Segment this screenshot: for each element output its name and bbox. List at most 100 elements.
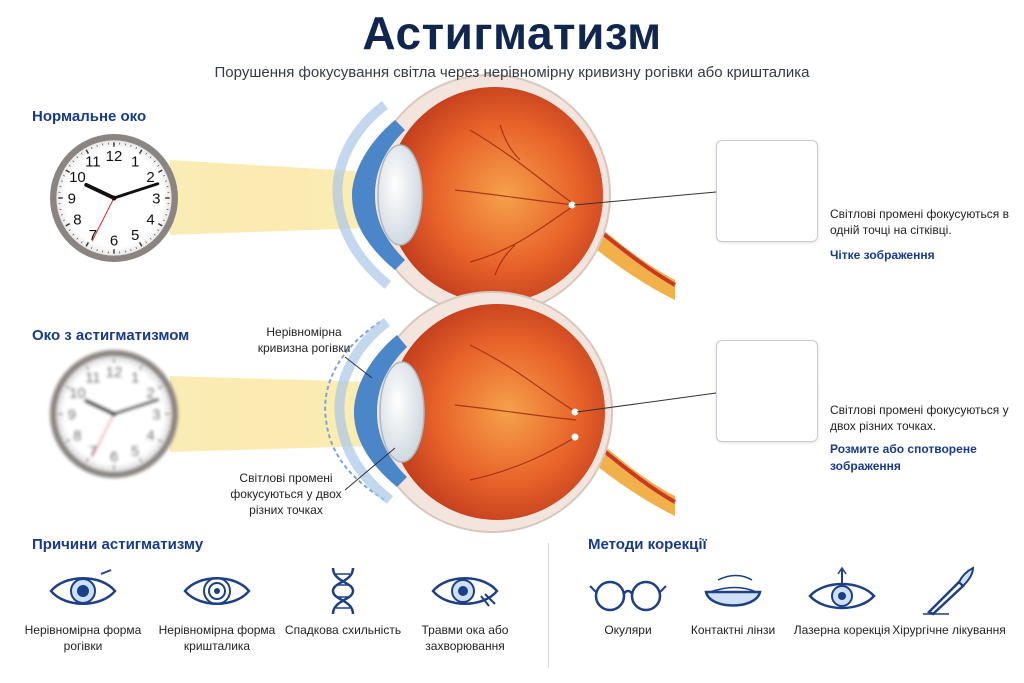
clock-tick	[81, 457, 83, 460]
clock-numeral: 1	[131, 370, 139, 387]
astigmatic-eye	[324, 291, 676, 533]
clock-tick	[149, 372, 152, 375]
clock-tick	[157, 438, 163, 443]
clock-tick	[63, 391, 66, 393]
clock-numeral: 10	[69, 385, 86, 402]
clock-tick	[65, 438, 71, 443]
clock-tick	[162, 219, 165, 221]
clock-second-hand	[91, 197, 115, 242]
clock-tick	[157, 445, 160, 447]
normal-description: Світлові промені фокусуються в одній точ…	[830, 207, 1010, 237]
clock-tick	[138, 149, 143, 155]
cause-item: Нерівномірна форма рогівки	[13, 566, 153, 654]
clock-tick	[76, 453, 79, 456]
method-label: Хірургічне лікування	[892, 623, 1006, 637]
clock-tick	[96, 360, 98, 363]
clock-minute-hand	[112, 182, 160, 200]
clock-tick	[96, 465, 98, 468]
leader-line	[344, 447, 396, 491]
astig-result: Розмите або спотворене зображення	[830, 442, 977, 473]
clock-tick	[145, 241, 147, 244]
clock-tick	[153, 376, 156, 379]
section-divider	[548, 543, 549, 668]
cause-label: Нерівномірна форма рогівки	[24, 623, 142, 653]
glasses-icon	[589, 580, 667, 612]
leader-line	[573, 191, 717, 206]
clock-numeral: 11	[85, 370, 101, 387]
clock-numeral: 8	[73, 427, 81, 444]
clock-tick	[63, 219, 66, 221]
clock-tick	[68, 229, 71, 231]
contact-lens-icon	[704, 574, 762, 607]
clock-tick	[96, 249, 98, 252]
scalpel-icon	[923, 566, 975, 616]
clock-minute-hand	[112, 398, 160, 416]
clock-tick	[63, 175, 66, 177]
focal-point	[568, 201, 576, 209]
clock-tick	[138, 241, 143, 247]
method-item: Лазерна корекція	[772, 566, 912, 638]
clock-tick	[130, 144, 132, 147]
clock-tick	[149, 156, 152, 159]
methods-heading: Методи корекції	[588, 536, 707, 553]
clock-numeral: 12	[106, 364, 123, 381]
clock-tick	[145, 457, 147, 460]
clock-tick	[68, 381, 71, 383]
clock-tick	[135, 363, 137, 366]
clock-hour-hand	[84, 183, 116, 200]
clock-center	[111, 195, 117, 201]
clock-tick	[149, 237, 152, 240]
clock-center	[111, 411, 117, 417]
clock-tick	[65, 169, 71, 174]
method-item: Контактні лінзи	[663, 566, 803, 638]
clock-tick	[76, 156, 79, 159]
eye-cornea-icon	[49, 569, 117, 605]
cause-label: Спадкова схильність	[284, 623, 402, 637]
clock-tick	[157, 222, 163, 227]
clock-tick	[60, 180, 63, 182]
astig-description: Світлові промені фокусуються у двох різн…	[830, 403, 1009, 433]
dna-icon	[331, 567, 355, 615]
focal-point-b	[571, 433, 579, 441]
method-item: Хірургічне лікування	[879, 566, 1019, 638]
clock-tick	[76, 372, 79, 375]
method-label: Окуляри	[604, 623, 652, 637]
clock-tick	[96, 144, 98, 147]
clock-tick	[145, 152, 147, 155]
clock-tick	[162, 175, 165, 177]
clock-numeral: 4	[146, 211, 154, 228]
clock-tick	[72, 160, 75, 163]
clock-tick	[63, 435, 66, 437]
clock-numeral: 2	[146, 169, 154, 186]
method-label: Лазерна корекція	[793, 623, 891, 637]
clock-numeral: 5	[131, 443, 139, 460]
clock-tick	[81, 368, 83, 371]
sharp-image-box	[716, 140, 818, 242]
clock-tick	[68, 165, 71, 167]
clock-hour-hand	[84, 399, 116, 416]
clock-tick	[138, 365, 143, 371]
clock-tick	[165, 214, 168, 216]
clock-numeral: 5	[131, 227, 139, 244]
clock-numeral: 7	[89, 443, 97, 460]
injured-eye-icon	[431, 577, 499, 607]
clock-tick	[91, 363, 93, 366]
cause-item: Травми ока або захворювання	[395, 566, 535, 654]
cause-item: Спадкова схильність	[273, 566, 413, 638]
clock-numeral: 10	[69, 169, 86, 186]
page-title: Астигматизм	[362, 7, 662, 59]
clock-numeral: 9	[68, 406, 76, 423]
clock-tick	[162, 435, 165, 437]
clock-tick	[65, 222, 71, 227]
clock-tick	[60, 214, 63, 216]
clock-tick	[76, 237, 79, 240]
clock-numeral: 3	[152, 190, 160, 207]
normal-eye-heading: Нормальне око	[32, 108, 147, 125]
clock-second-hand	[91, 413, 115, 458]
clock-tick	[157, 381, 160, 383]
blurred-image-box	[716, 340, 818, 442]
clock-tick	[135, 147, 137, 150]
clock-numeral: 11	[85, 154, 101, 171]
